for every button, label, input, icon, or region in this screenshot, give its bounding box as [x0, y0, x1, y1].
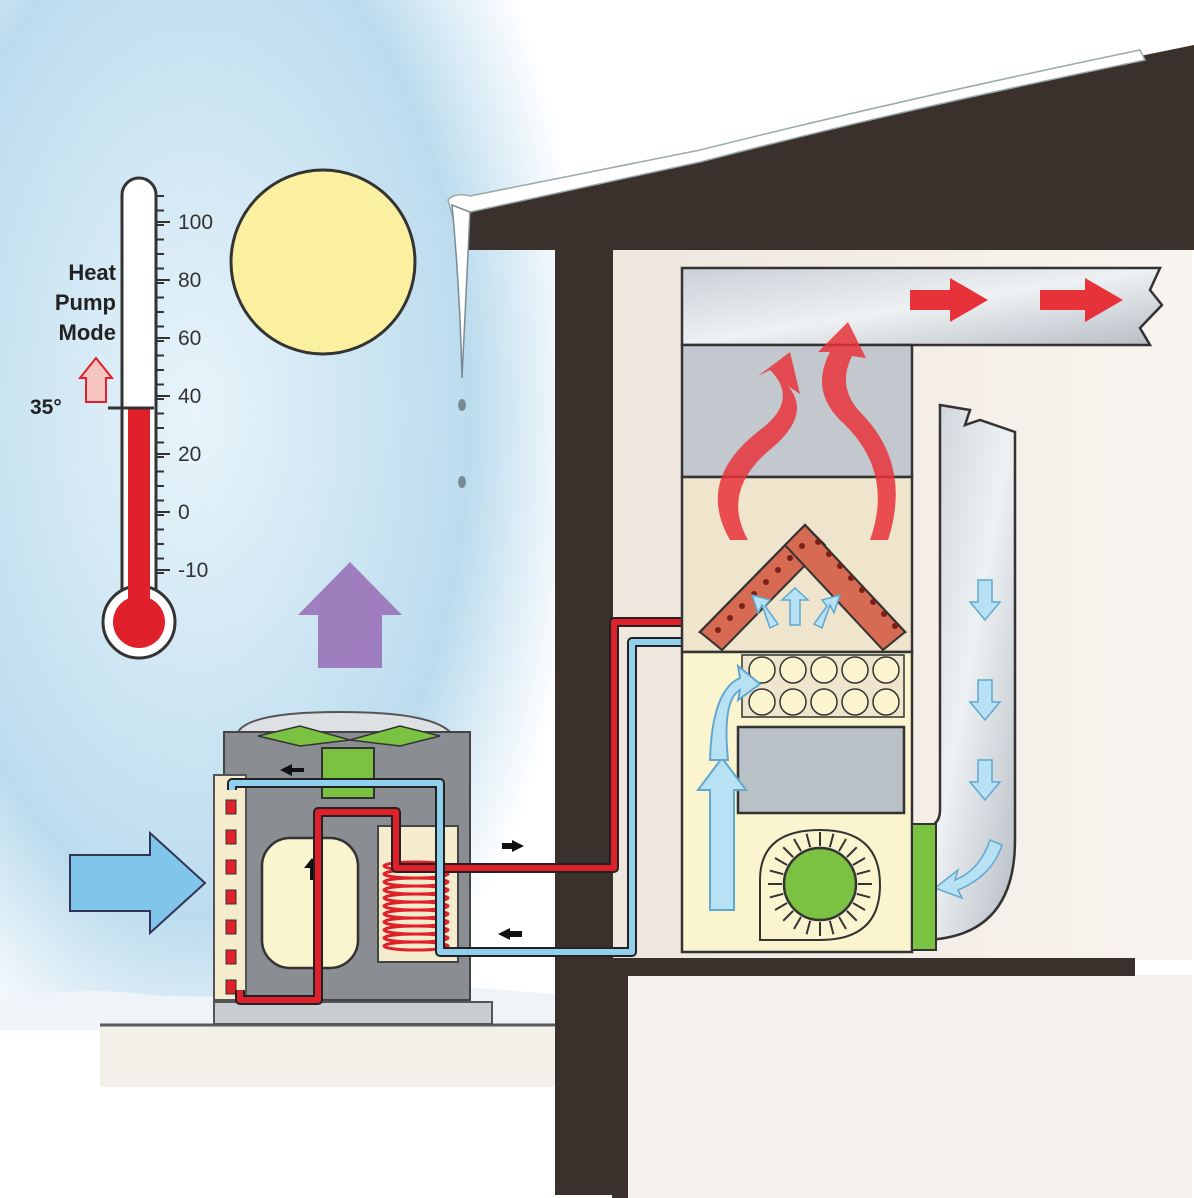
burner-tube — [873, 657, 899, 683]
coil-fin — [892, 623, 898, 629]
coil-fin — [775, 567, 781, 573]
exterior-wall — [555, 250, 613, 1195]
ground-shadow — [100, 1027, 560, 1087]
threshold-label: 35° — [30, 396, 62, 419]
coil-segment — [226, 860, 236, 874]
coil-segment — [226, 800, 236, 814]
furnace — [682, 322, 936, 952]
coil-fin — [870, 599, 876, 605]
coil-fin — [826, 551, 832, 557]
coil-fin — [763, 579, 769, 585]
fan-motor-icon — [322, 748, 374, 798]
roof — [468, 45, 1194, 250]
water-drop-1 — [458, 399, 466, 411]
coil-segment — [226, 980, 236, 994]
heat-pump-mode-label-2: Pump — [55, 290, 116, 315]
coil-segment — [226, 890, 236, 904]
burner-tube — [811, 657, 837, 683]
coil-fin — [739, 603, 745, 609]
scale-label: 60 — [178, 327, 201, 350]
heat-pump-mode-label-3: Mode — [59, 320, 116, 345]
burner-tube — [811, 689, 837, 715]
coil-fin — [837, 563, 843, 569]
scale-label: 100 — [178, 211, 213, 234]
blower-fan-icon — [784, 848, 856, 920]
coil-segment — [226, 950, 236, 964]
heat-pump-mode-label-1: Heat — [68, 260, 116, 285]
coil-fin — [815, 539, 821, 545]
burner-tube — [873, 689, 899, 715]
scale-label: 0 — [178, 501, 190, 524]
coil-fin — [715, 627, 721, 633]
burner-tube — [842, 657, 868, 683]
coil-segment — [226, 920, 236, 934]
burner-tube — [749, 689, 775, 715]
scale-label: 80 — [178, 269, 201, 292]
coil-fin — [859, 587, 865, 593]
water-drop-2 — [458, 476, 466, 488]
filter-panel — [738, 727, 904, 813]
coil-fin — [787, 555, 793, 561]
sun-icon — [231, 170, 415, 354]
coil-segment — [226, 830, 236, 844]
coil-fin — [848, 575, 854, 581]
coil-fin — [881, 611, 887, 617]
scale-label: 40 — [178, 385, 201, 408]
floor-slab — [555, 958, 1135, 976]
scale-label: -10 — [178, 559, 208, 582]
basement-wall — [612, 976, 628, 1198]
basement-area — [612, 975, 1192, 1198]
compressor-icon — [262, 838, 358, 968]
mercury-column — [128, 408, 150, 628]
burner-tube — [780, 657, 806, 683]
coil-fin — [727, 615, 733, 621]
coil-fin — [799, 543, 805, 549]
burner-tube — [780, 689, 806, 715]
scale-label: 20 — [178, 443, 201, 466]
burner-tube — [842, 689, 868, 715]
